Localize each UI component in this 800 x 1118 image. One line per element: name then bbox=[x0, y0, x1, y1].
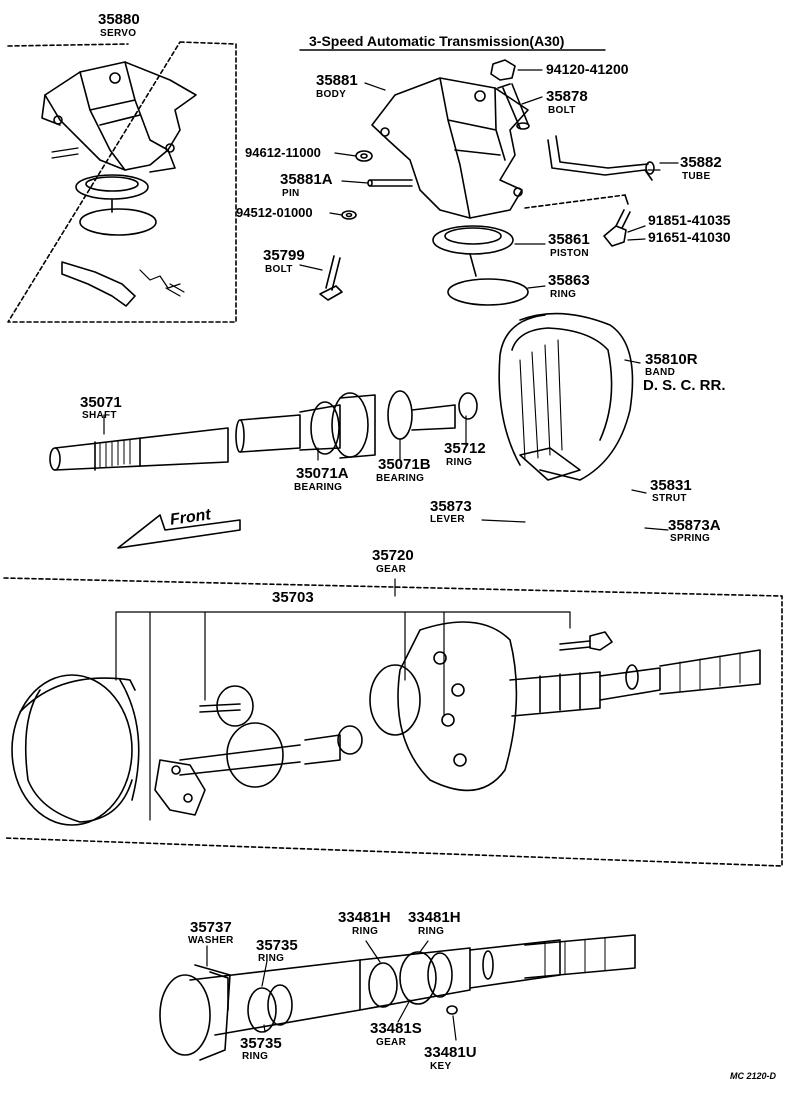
part-number-35810r: 35810R bbox=[645, 351, 698, 368]
part-name-bolt-35878: BOLT bbox=[548, 105, 576, 116]
part-name-lever: LEVER bbox=[430, 514, 465, 525]
part-number-35071: 35071 bbox=[80, 394, 122, 411]
part-number-35735-top: 35735 bbox=[256, 937, 298, 954]
part-number-35880: 35880 bbox=[98, 11, 140, 28]
part-number-33481u: 33481U bbox=[424, 1044, 477, 1061]
part-number-35873: 35873 bbox=[430, 498, 472, 515]
part-name-bearing-35071a: BEARING bbox=[294, 482, 343, 493]
front-arrow bbox=[117, 514, 241, 549]
gear-group-box bbox=[3, 577, 783, 867]
part-number-35861: 35861 bbox=[548, 231, 590, 248]
part-number-35882: 35882 bbox=[680, 154, 722, 171]
part-number-35735-bottom: 35735 bbox=[240, 1035, 282, 1052]
part-name-ring-33481h-left: RING bbox=[352, 926, 379, 937]
part-number-35712: 35712 bbox=[444, 440, 486, 457]
part-name-shaft: SHAFT bbox=[82, 410, 117, 421]
part-name-washer: WASHER bbox=[188, 935, 234, 946]
band-note: D. S. C. RR. bbox=[643, 377, 726, 394]
part-name-gear-35720: GEAR bbox=[376, 564, 407, 575]
part-name-pin: PIN bbox=[282, 188, 300, 199]
band-drawing bbox=[498, 312, 634, 481]
part-number-35881a: 35881A bbox=[280, 171, 333, 188]
part-number-35720: 35720 bbox=[372, 547, 414, 564]
part-name-bearing-35071b: BEARING bbox=[376, 473, 425, 484]
part-number-33481h-left: 33481H bbox=[338, 909, 391, 926]
body-assembly-drawing bbox=[371, 77, 629, 219]
part-name-gear-33481s: GEAR bbox=[376, 1037, 407, 1048]
part-name-bolt-35799: BOLT bbox=[265, 264, 293, 275]
part-name-body: BODY bbox=[316, 89, 347, 100]
shaft-drawing bbox=[49, 390, 478, 471]
gear-assembly-drawing bbox=[11, 621, 761, 826]
part-name-ring-35735-top: RING bbox=[258, 953, 285, 964]
part-number-35881: 35881 bbox=[316, 72, 358, 89]
part-name-band: BAND bbox=[645, 367, 676, 378]
part-name-ring-35712: RING bbox=[446, 457, 473, 468]
part-name-tube: TUBE bbox=[682, 171, 711, 182]
part-number-91651-41030: 91651-41030 bbox=[648, 229, 731, 245]
part-number-94120-41200: 94120-41200 bbox=[546, 61, 629, 77]
part-number-35071a: 35071A bbox=[296, 465, 349, 482]
part-number-33481h-right: 33481H bbox=[408, 909, 461, 926]
part-number-35799: 35799 bbox=[263, 247, 305, 264]
part-name-ring-35863: RING bbox=[550, 289, 577, 300]
part-number-94512-01000: 94512-01000 bbox=[236, 205, 313, 220]
servo-group-box bbox=[7, 41, 237, 323]
drawing-code: MC 2120-D bbox=[730, 1071, 777, 1081]
part-name-key: KEY bbox=[430, 1061, 452, 1072]
part-number-35873a: 35873A bbox=[668, 517, 721, 534]
part-number-35737: 35737 bbox=[190, 919, 232, 936]
part-name-spring: SPRING bbox=[670, 533, 711, 544]
part-number-35703: 35703 bbox=[272, 589, 314, 606]
part-number-35831: 35831 bbox=[650, 477, 692, 494]
part-number-35863: 35863 bbox=[548, 272, 590, 289]
part-number-94612-11000: 94612-11000 bbox=[245, 145, 321, 160]
output-shaft-drawing bbox=[159, 934, 636, 1061]
hardware-drawing bbox=[319, 59, 655, 301]
part-number-91851-41035: 91851-41035 bbox=[648, 212, 731, 228]
part-name-servo: SERVO bbox=[100, 28, 137, 39]
part-name-ring-33481h-right: RING bbox=[418, 926, 445, 937]
part-number-35071b: 35071B bbox=[378, 456, 431, 473]
part-number-33481s: 33481S bbox=[370, 1020, 422, 1037]
diagram-title: 3-Speed Automatic Transmission(A30) bbox=[309, 33, 565, 49]
leader-lines bbox=[103, 69, 679, 1041]
part-name-strut: STRUT bbox=[652, 493, 687, 504]
part-name-ring-35735-bottom: RING bbox=[242, 1051, 269, 1062]
part-number-35878: 35878 bbox=[546, 88, 588, 105]
piston-drawing bbox=[432, 225, 529, 306]
part-name-piston: PISTON bbox=[550, 248, 589, 259]
servo-assembly-drawing bbox=[41, 61, 197, 307]
